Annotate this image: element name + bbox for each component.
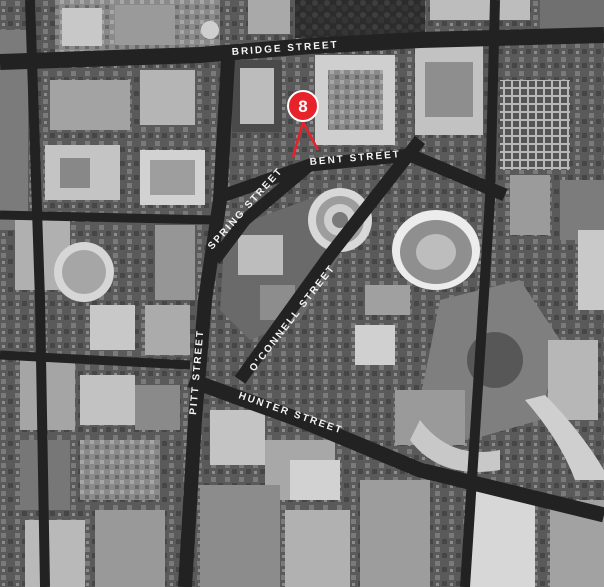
location-marker[interactable]: 8 [287, 90, 320, 158]
building [355, 325, 395, 365]
building [290, 460, 340, 500]
building [510, 175, 550, 235]
building [25, 520, 85, 587]
building [135, 385, 180, 430]
bridge-street-road [0, 27, 604, 70]
marker-label: 8 [298, 97, 307, 116]
spring-street-road [210, 160, 314, 264]
building [200, 485, 280, 587]
building [285, 510, 350, 587]
building [238, 235, 283, 275]
building [145, 305, 190, 355]
building [210, 410, 265, 465]
building [50, 80, 130, 130]
building [90, 305, 135, 350]
building [548, 340, 598, 420]
map-pin-icon[interactable] [287, 90, 319, 122]
building [150, 160, 195, 195]
building [430, 0, 530, 20]
building [578, 230, 604, 310]
building [20, 360, 75, 430]
building [155, 225, 195, 300]
hunter-street-road [187, 372, 604, 523]
cross-street-road [0, 210, 216, 225]
building [365, 285, 410, 315]
building [240, 68, 274, 124]
building [201, 21, 219, 39]
oconnell-street-road [234, 135, 426, 384]
pitt-street-road [178, 59, 235, 587]
building [328, 70, 383, 130]
round-tower [332, 212, 348, 228]
building [425, 62, 473, 117]
left-street-road [25, 0, 50, 587]
building [540, 0, 604, 30]
marker-pointer-line [291, 121, 320, 158]
bent-street-road [222, 148, 508, 202]
plaza [525, 395, 604, 480]
building [360, 480, 430, 587]
building [248, 0, 290, 34]
building [500, 80, 570, 170]
building [80, 375, 135, 425]
right-street-road [460, 0, 500, 587]
building [95, 510, 165, 587]
round-building [416, 234, 456, 270]
cross-street-road [0, 350, 191, 370]
building [470, 490, 535, 587]
building [62, 8, 102, 46]
building [115, 5, 175, 45]
building [60, 158, 90, 188]
round-building [62, 250, 106, 294]
building [140, 70, 195, 125]
building [80, 440, 160, 500]
park [295, 0, 425, 38]
